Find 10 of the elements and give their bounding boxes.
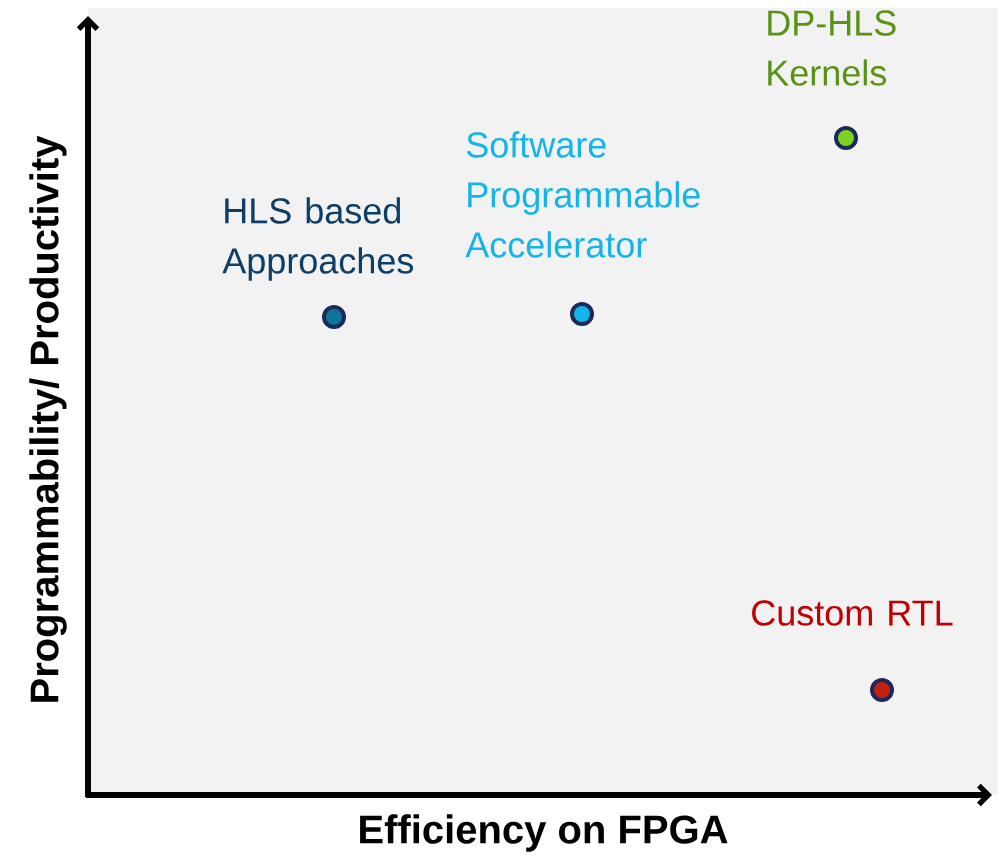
point-label: DP-HLS Kernels: [768, 10, 896, 86]
point-label: Software Programmable Accelerator: [465, 131, 700, 258]
axis-title: Efficiency on FPGA: [360, 814, 728, 852]
data-point: [834, 126, 858, 150]
data-point: [322, 305, 346, 329]
axis-title: Programmability/ Productivity: [29, 135, 67, 702]
data-point: [870, 678, 894, 702]
data-point: [570, 302, 594, 326]
point-label: HLS based Approaches: [222, 197, 414, 281]
point-label: Custom RTL: [752, 600, 953, 626]
